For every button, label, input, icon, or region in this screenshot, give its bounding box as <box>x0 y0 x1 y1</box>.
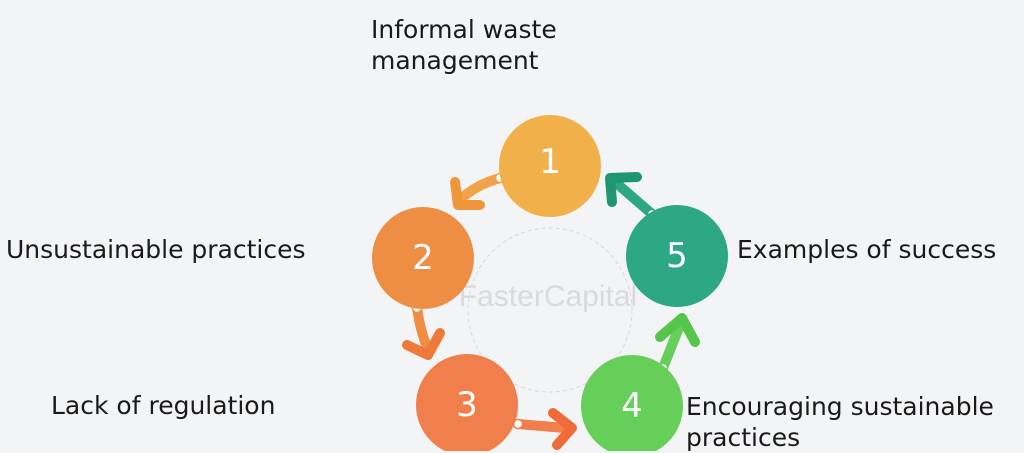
svg-text:1: 1 <box>539 142 561 182</box>
arrow-1-to-2 <box>450 172 506 210</box>
watermark: FasterCapital <box>459 280 637 313</box>
arrow-4-to-5 <box>655 313 700 374</box>
arrow-5-to-1 <box>605 172 658 220</box>
step-4-label-line2: practices <box>686 423 801 452</box>
step-1-label: Informal waste management <box>371 14 557 76</box>
svg-text:5: 5 <box>666 236 688 276</box>
step-3-label: Lack of regulation <box>51 391 276 420</box>
step-2-circle: 2 <box>372 207 474 309</box>
step-4-label-line1: Encouraging sustainable <box>686 392 994 421</box>
arrow-3-to-4 <box>512 408 577 450</box>
step-4-label: Encouraging sustainable practices <box>686 391 994 453</box>
step-1-circle: 1 <box>499 115 601 217</box>
center-dashed-circle <box>467 227 633 393</box>
arrow-2-to-3 <box>402 302 445 360</box>
step-3-circle: 3 <box>416 354 518 451</box>
step-5-label: Examples of success <box>737 235 997 264</box>
step-1-label-line2: management <box>371 46 539 75</box>
step-2-label: Unsustainable practices <box>6 235 306 264</box>
step-4-circle: 4 <box>581 355 683 451</box>
step-5-circle: 5 <box>626 205 728 307</box>
step-1-label-line1: Informal waste <box>371 15 557 44</box>
svg-text:4: 4 <box>621 386 643 426</box>
svg-text:3: 3 <box>456 385 478 425</box>
svg-text:2: 2 <box>412 238 434 278</box>
